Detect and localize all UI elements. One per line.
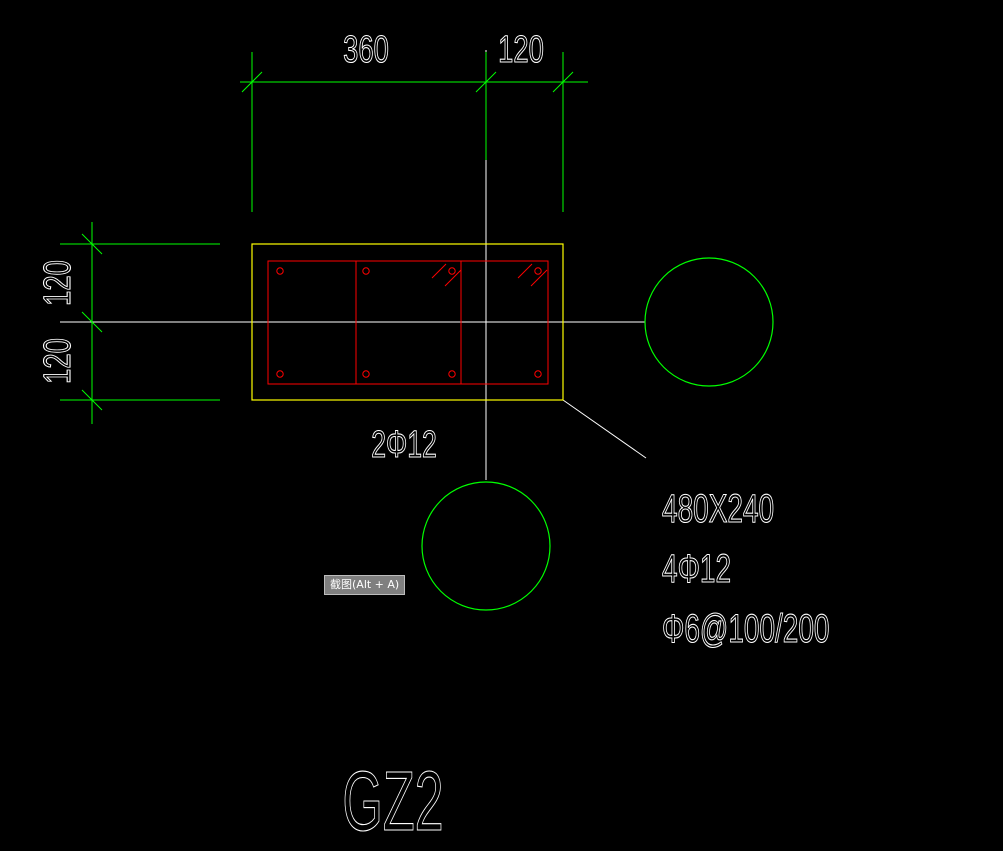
dimension-left-upper: 120 [37, 260, 79, 306]
drawing-title: GZ2 [342, 754, 443, 848]
rebar-dot [362, 370, 370, 378]
rebar-dot [276, 267, 284, 275]
rebar-dot [362, 267, 370, 275]
tick-mark [475, 71, 497, 93]
rebar-dot [448, 267, 456, 275]
stirrup-hook [431, 263, 447, 279]
leader-line [562, 399, 647, 459]
tick-mark [81, 311, 103, 333]
stirrups-label: Φ6@100/200 [662, 607, 830, 651]
stirrup-hook [517, 263, 533, 279]
section-size-label: 480X240 [662, 487, 774, 531]
stirrup-hook [444, 269, 462, 287]
axis-bubble-right [644, 257, 774, 387]
dimension-top-left: 360 [343, 29, 389, 71]
rebar-dot [276, 370, 284, 378]
tick-mark [81, 233, 103, 255]
middle-bars-label: 2Φ12 [371, 422, 437, 465]
stirrup-hook [530, 269, 548, 287]
corner-bars-label: 4Φ12 [662, 547, 731, 591]
tick-mark [241, 71, 263, 93]
rebar-dot [534, 370, 542, 378]
rebar-cage [267, 260, 549, 385]
dimension-top-right: 120 [498, 29, 544, 71]
outer-stirrup [267, 260, 549, 385]
axis-bubble-bottom [421, 481, 551, 611]
tick-mark [552, 71, 574, 93]
tick-mark [81, 389, 103, 411]
screenshot-tooltip: 截图(Alt + A) [324, 575, 406, 595]
rebar-dot [534, 267, 542, 275]
top-dimension [240, 52, 588, 212]
rebar-dot [448, 370, 456, 378]
axis-lines [60, 50, 647, 480]
column-section-outline [251, 243, 564, 401]
dimension-left-lower: 120 [37, 338, 79, 384]
left-dimension [60, 222, 220, 424]
